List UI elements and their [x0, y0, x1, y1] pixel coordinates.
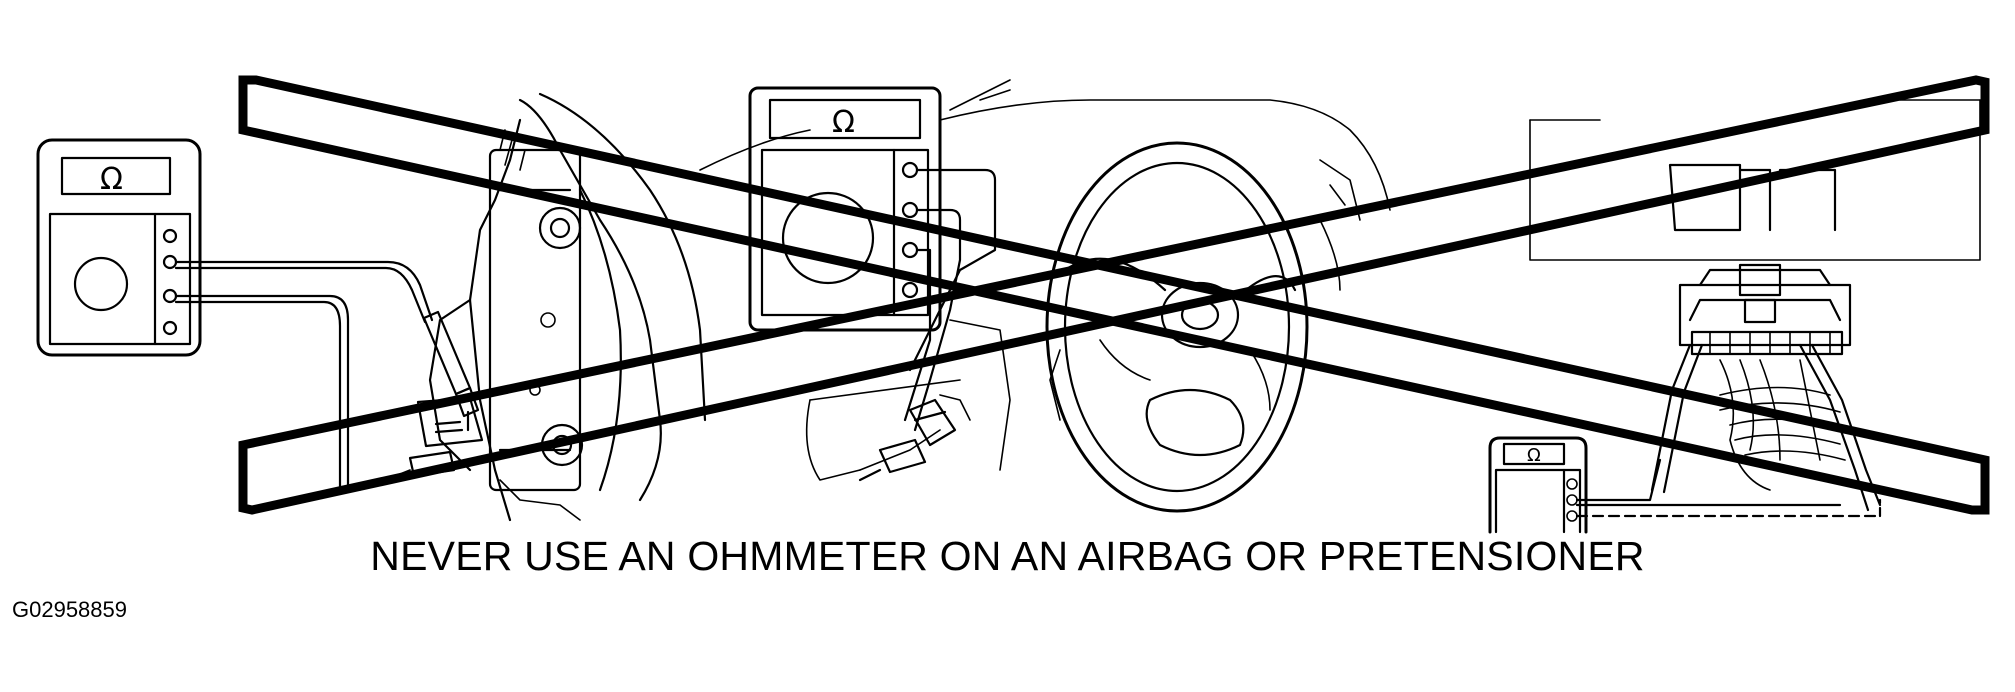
- ohmmeter-right-symbol: Ω: [1527, 445, 1541, 466]
- ohmmeter-center-symbol: Ω: [832, 105, 855, 140]
- ohmmeter-left-leads: [174, 260, 480, 492]
- steering-wheel-icon: [699, 79, 1391, 513]
- figure-id: G02958859: [12, 597, 127, 622]
- ohmmeter-left-icon: Ω: [36, 138, 202, 357]
- ohmmeter-left-symbol: Ω: [100, 162, 123, 197]
- ohmmeter-right-icon: Ω: [1488, 436, 1882, 534]
- center-connector-icon: [858, 394, 971, 482]
- warning-caption: NEVER USE AN OHMMETER ON AN AIRBAG OR PR…: [370, 533, 1645, 579]
- cross-out-icon: [238, 75, 1990, 515]
